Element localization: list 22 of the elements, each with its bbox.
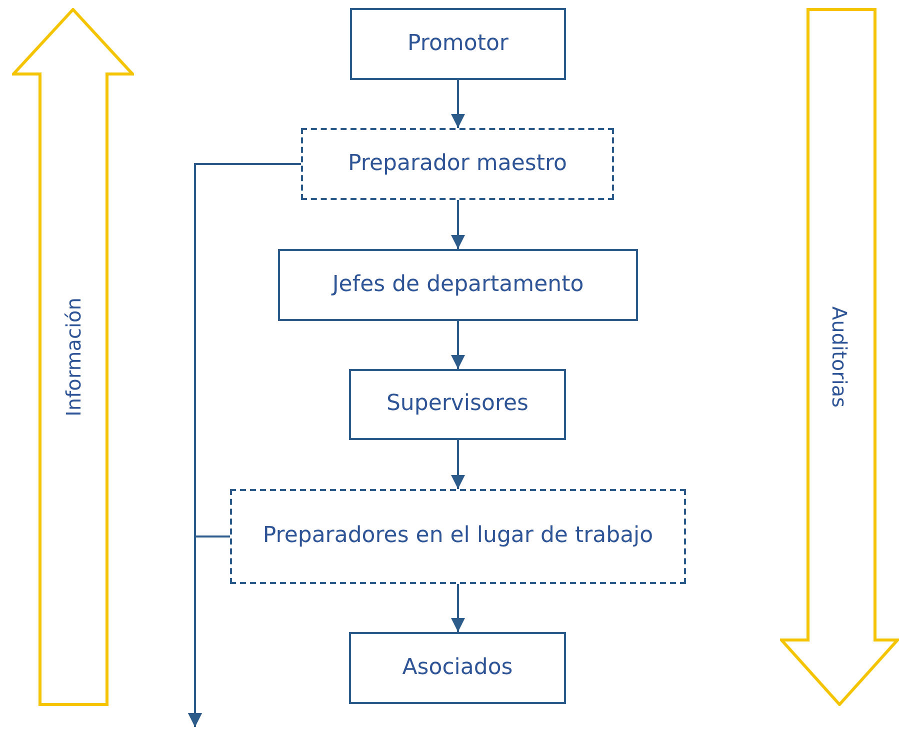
node-label: Preparadores en el lugar de trabajo: [262, 522, 654, 550]
process-box: [349, 632, 566, 704]
process-box: [278, 249, 638, 321]
arrow: [451, 584, 465, 632]
arrow: [451, 200, 465, 249]
process-box: [301, 128, 614, 200]
arrow: [451, 80, 465, 128]
node-label: Jefes de departamento: [330, 270, 585, 299]
node-label: Asociados: [401, 654, 514, 682]
arrow: [188, 536, 230, 727]
process-box: [350, 8, 566, 80]
node-label: Auditorias: [826, 305, 852, 410]
node-label: Información: [60, 296, 86, 418]
node-label: Promotor: [406, 30, 510, 58]
arrow: [451, 440, 465, 489]
process-box: [230, 489, 686, 584]
process-box: [349, 369, 566, 440]
down-arrow-shape: [780, 8, 899, 706]
node-label: Preparador maestro: [347, 150, 568, 178]
up-arrow-shape: [12, 8, 134, 706]
node-label: Supervisores: [385, 390, 530, 418]
arrow: [451, 321, 465, 369]
